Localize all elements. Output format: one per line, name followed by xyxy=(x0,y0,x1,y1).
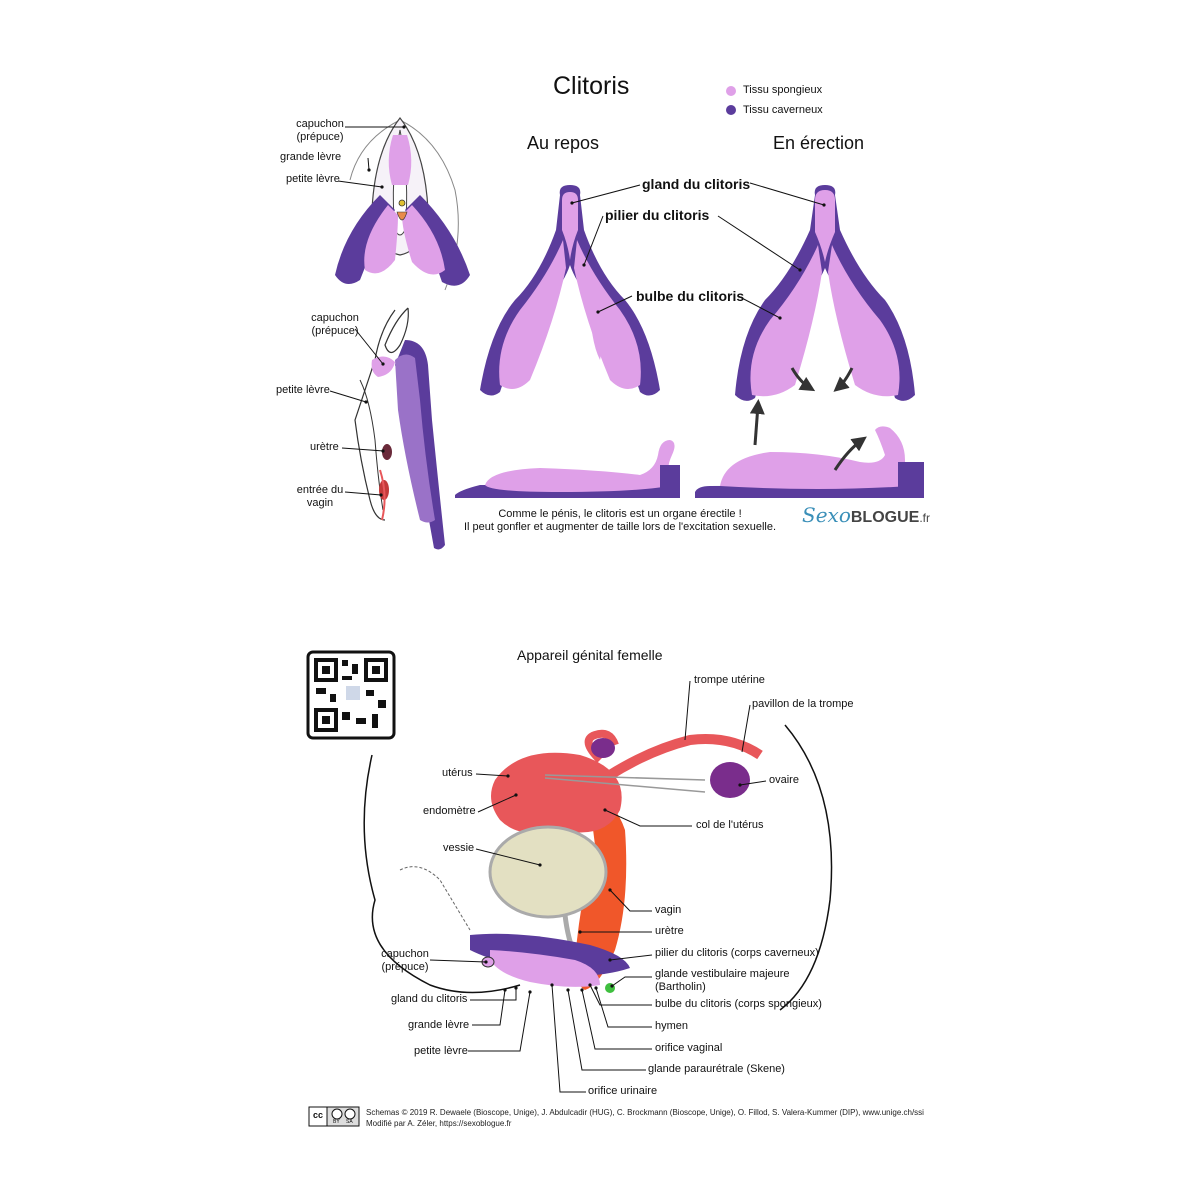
front-labia-minora-label: petite lèvre xyxy=(286,173,340,185)
logo-part-b: BLOGUE xyxy=(850,509,920,526)
sexoblogue-logo: SexoBLOGUE.fr xyxy=(802,503,930,527)
side-hood-line2: (prépuce) xyxy=(311,325,359,337)
clitoris-erect-profile xyxy=(695,426,924,498)
skene-label: glande paraurétrale (Skene) xyxy=(648,1063,785,1075)
caption-line1: Comme le pénis, le clitoris est un organ… xyxy=(498,508,742,520)
bulb-anatomy-label: bulbe du clitoris (corps spongieux) xyxy=(655,998,822,1010)
credits: Schemas © 2019 R. Dewaele (Bioscope, Uni… xyxy=(366,1107,924,1129)
side-vagina-line2: vagin xyxy=(306,497,334,509)
hymen-label: hymen xyxy=(655,1020,689,1032)
clitoris-erect-shape xyxy=(735,185,915,401)
clitoris-rest-profile xyxy=(455,440,680,498)
anatomy-hood-line2: (prépuce) xyxy=(381,961,429,973)
side-urethra-label: urètre xyxy=(310,441,339,453)
side-vagina-label: entrée du vagin xyxy=(290,484,350,510)
caption-line2: Il peut gonfler et augmenter de taille l… xyxy=(463,521,777,533)
female-anatomy-drawing xyxy=(363,724,833,1011)
side-hood-line1: capuchon xyxy=(311,312,359,324)
clitoris-side-view xyxy=(354,307,445,550)
bartholin-line2: (Bartholin) xyxy=(655,981,706,993)
side-labia-minora-label: petite lèvre xyxy=(276,384,330,396)
anatomy-hood-line1: capuchon xyxy=(381,948,429,960)
clitoris-front-view xyxy=(335,117,470,291)
clitoris-rest-shape xyxy=(480,185,660,396)
front-hood-line1: capuchon xyxy=(296,118,344,130)
vaginal-orifice-label: orifice vaginal xyxy=(655,1042,723,1054)
state-rest-heading: Au repos xyxy=(527,133,600,153)
bartholin-line1: glande vestibulaire majeure xyxy=(655,968,790,980)
anatomy-glans-label: gland du clitoris xyxy=(391,993,468,1005)
crus-label: pilier du clitoris xyxy=(605,207,710,223)
urethra-label: urètre xyxy=(655,925,684,937)
side-vagina-line1: entrée du xyxy=(296,484,344,496)
tube-label: trompe utérine xyxy=(694,674,765,686)
front-hood-line2: (prépuce) xyxy=(296,131,344,143)
vagina-label: vagin xyxy=(655,904,682,916)
cc-mark: cc xyxy=(313,1110,324,1120)
cervix-label: col de l'utérus xyxy=(696,819,764,831)
glans-label: gland du clitoris xyxy=(642,176,751,192)
caption: Comme le pénis, le clitoris est un organ… xyxy=(455,508,785,534)
cc-license-badge xyxy=(308,1106,360,1127)
logo-part-c: .fr xyxy=(919,511,930,525)
credits-line2: Modifié par A. Zéler, https://sexoblogue… xyxy=(366,1119,512,1128)
front-hood-label: capuchon (prépuce) xyxy=(290,118,350,144)
credits-line1: Schemas © 2019 R. Dewaele (Bioscope, Uni… xyxy=(366,1108,924,1117)
endometrium-label: endomètre xyxy=(423,805,476,817)
urinary-orifice-label: orifice urinaire xyxy=(588,1085,658,1097)
cc-sa: SA xyxy=(346,1119,353,1125)
anatomy-labia-majora-label: grande lèvre xyxy=(408,1019,470,1031)
anatomy-labia-minora-label: petite lèvre xyxy=(414,1045,468,1057)
bulb-label: bulbe du clitoris xyxy=(636,288,745,304)
legend-cavernous-swatch xyxy=(726,105,736,115)
front-labia-majora-label: grande lèvre xyxy=(280,151,342,163)
state-erect-heading: En érection xyxy=(773,133,865,153)
logo-part-a: Sexo xyxy=(802,503,851,527)
anatomy-hood-label: capuchon (prépuce) xyxy=(375,948,435,974)
bartholin-label: glande vestibulaire majeure (Bartholin) xyxy=(655,968,790,994)
side-hood-label: capuchon (prépuce) xyxy=(305,312,365,338)
legend-spongy-label: Tissu spongieux xyxy=(743,84,823,96)
uterus-label: utérus xyxy=(442,767,473,779)
qr-code xyxy=(306,650,396,740)
fimbria-label: pavillon de la trompe xyxy=(752,698,854,710)
legend-cavernous-label: Tissu caverneux xyxy=(743,104,823,116)
cc-by: BY xyxy=(333,1119,340,1125)
crus-anatomy-label: pilier du clitoris (corps caverneux) xyxy=(655,947,819,959)
legend-spongy-swatch xyxy=(726,86,736,96)
bladder-label: vessie xyxy=(443,842,475,854)
clitoris-title: Clitoris xyxy=(553,72,630,100)
ovary-label: ovaire xyxy=(769,774,799,786)
female-title: Appareil génital femelle xyxy=(517,647,663,663)
